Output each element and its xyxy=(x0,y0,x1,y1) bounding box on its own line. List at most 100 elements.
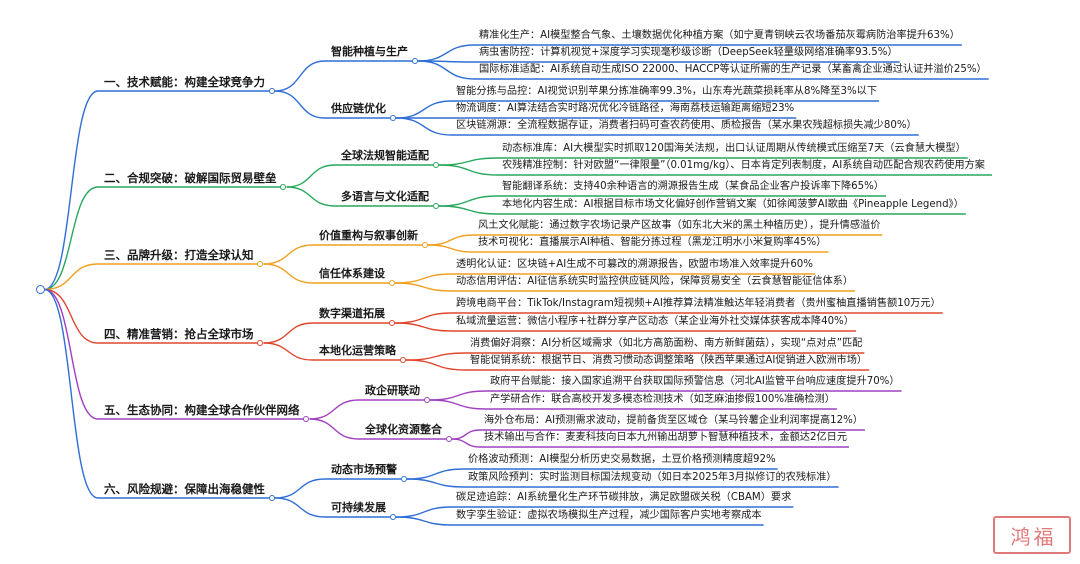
leaf-item[interactable]: 碳足迹追踪：AI系统量化生产环节碳排放，满足欧盟碳关税（CBAM）要求 xyxy=(456,492,792,503)
sub-node-dot[interactable] xyxy=(388,280,395,286)
leaf-item[interactable]: 智能翻译系统：支持40余种语言的溯源报告生成（某食品企业客户投诉率下降65%） xyxy=(502,181,884,192)
leaf-connector xyxy=(394,282,453,292)
branch-node-dot[interactable] xyxy=(268,88,275,94)
sub-connector xyxy=(274,60,326,92)
sub-node-dot[interactable] xyxy=(388,320,395,326)
sub-connector xyxy=(263,342,314,361)
leaf-item[interactable]: 动态标准库：AI大模型实时抓取120国海关法规，出口认证周期从传统模式压缩至7天… xyxy=(502,143,966,154)
branch-label[interactable]: 五、生态协同：构建全球合作伙伴网络 xyxy=(104,403,300,417)
sub-topic-label[interactable]: 智能种植与生产 xyxy=(331,45,408,58)
sub-node-dot[interactable] xyxy=(399,357,406,363)
leaf-item[interactable]: 跨境电商平台：TikTok/Instagram短视频+AI推荐算法精准触达年轻消… xyxy=(456,298,941,309)
leaf-item[interactable]: 价格波动预测：AI模型分析历史交易数据，土豆价格预测精度超92% xyxy=(468,454,776,465)
branch-connector xyxy=(44,263,99,291)
sub-topic-label[interactable]: 动态市场预警 xyxy=(331,463,397,476)
leaf-item[interactable]: 动态信用评估：AI征信系统实时监控供应链风险，保障贸易安全（云食慧智能征信体系） xyxy=(456,276,854,287)
leaf-connector xyxy=(438,157,499,166)
leaf-item[interactable]: 政府平台赋能：接入国家追溯平台获取国际预警信息（河北AI监管平台响应速度提升70… xyxy=(490,376,900,387)
seal-char-1: 鸿 xyxy=(1010,524,1031,549)
sub-node-dot[interactable] xyxy=(445,436,452,442)
sub-node-dot[interactable] xyxy=(411,58,418,64)
sub-connector xyxy=(286,186,336,207)
leaf-connector xyxy=(429,390,487,401)
leaf-item[interactable]: 区块链溯源：全流程数据存证，消费者扫码可查农药使用、质检报告（某水果农残超标损失… xyxy=(456,120,917,131)
leaf-item[interactable]: 政策风险预判：实时监测目标国法规变动（如日本2025年3月拟修订的农残标准） xyxy=(468,472,837,483)
branch-node-dot[interactable] xyxy=(257,261,264,267)
sub-node-dot[interactable] xyxy=(389,115,396,121)
sub-connector xyxy=(263,263,314,284)
leaf-item[interactable]: 消费偏好洞察：AI分析区域需求（如北方高筋面粉、南方新鲜菌菇），实现“点对点”匹… xyxy=(470,338,863,349)
leaf-item[interactable]: 技术可视化：直播展示AI种植、智能分拣过程（黑龙江明水小米复购率45%） xyxy=(478,237,827,248)
sub-topic-label[interactable]: 全球化资源整合 xyxy=(365,423,442,436)
sub-topic-label[interactable]: 可持续发展 xyxy=(331,501,386,514)
leaf-item[interactable]: 私域流量运营：微信小程序+社群分享产区动态（某企业海外社交媒体获客成本降40%） xyxy=(456,316,854,327)
leaf-connector xyxy=(395,100,453,119)
branch-label[interactable]: 二、合规突破：破解国际贸易壁垒 xyxy=(104,171,277,185)
leaf-connector xyxy=(395,117,453,136)
sub-connector xyxy=(263,322,314,344)
sub-topic-label[interactable]: 价值重构与叙事创新 xyxy=(319,229,418,242)
sub-topic-label[interactable]: 数字渠道拓展 xyxy=(319,307,385,320)
leaf-item[interactable]: 技术输出与合作：麦麦科技向日本九州输出胡萝卜智慧种植技术，金额达2亿日元 xyxy=(484,432,848,443)
sub-topic-label[interactable]: 政企研联动 xyxy=(365,384,420,397)
branch-connector xyxy=(44,186,99,291)
leaf-item[interactable]: 数字孪生验证：虚拟农场模拟生产过程，减少国际客户实地考察成本 xyxy=(456,510,762,521)
branch-label[interactable]: 一、技术赋能：构建全球竞争力 xyxy=(104,75,265,89)
sub-node-dot[interactable] xyxy=(432,203,439,209)
leaf-connector xyxy=(451,429,481,440)
leaf-item[interactable]: 智能促销系统：根据节日、消费习惯动态调整策略（陕西苹果通过AI促销进入欧洲市场） xyxy=(470,355,868,366)
leaf-item[interactable]: 透明化认证：区块链+AI生成不可篡改的溯源报告，欧盟市场准入效率提升60% xyxy=(456,259,813,270)
sub-node-dot[interactable] xyxy=(421,242,428,248)
seal-char-2: 福 xyxy=(1033,524,1054,549)
leaf-connector xyxy=(405,352,467,361)
leaf-connector xyxy=(429,399,487,410)
leaf-item[interactable]: 病虫害防控：计算机视觉+深度学习实现毫秒级诊断（DeepSeek轻量级网络准确率… xyxy=(479,47,898,58)
sub-connector xyxy=(263,244,314,265)
leaf-connector xyxy=(417,44,476,62)
sub-topic-label[interactable]: 全球法规智能适配 xyxy=(341,149,429,162)
leaf-item[interactable]: 产学研合作：联合高校开发多模态检测技术（如芝麻油掺假100%准确检测） xyxy=(490,394,835,405)
branch-label[interactable]: 四、精准营销：抢占全球市场 xyxy=(104,327,254,341)
leaf-item[interactable]: 本地化内容生成：AI根据目标市场文化偏好创作营销文案（如徐闻菠萝AI歌曲《Pin… xyxy=(502,199,964,210)
sub-topic-label[interactable]: 供应链优化 xyxy=(331,102,386,115)
leaf-connector xyxy=(427,234,475,246)
sub-connector xyxy=(309,399,360,420)
branch-node-dot[interactable] xyxy=(268,495,275,501)
leaf-connector xyxy=(427,244,475,253)
leaf-item[interactable]: 精准化生产：AI模型整合气象、土壤数据优化种植方案（如宁夏青铜峡云农场番茄灰霉病… xyxy=(479,30,960,41)
leaf-connector xyxy=(417,60,476,80)
sub-connector xyxy=(274,497,326,518)
sub-connector xyxy=(309,418,360,440)
leaf-connector xyxy=(438,195,499,207)
leaf-item[interactable]: 农残精准控制：针对欧盟“一律限量”（0.01mg/kg）、日本肯定列表制度，AI… xyxy=(502,160,985,171)
sub-node-dot[interactable] xyxy=(389,514,396,520)
leaf-item[interactable]: 海外仓布局：AI预测需求波动，提前备货至区域仓（某马铃薯企业利润率提高12%） xyxy=(484,415,863,426)
sub-topic-label[interactable]: 信任体系建设 xyxy=(319,267,385,280)
sub-connector xyxy=(274,90,326,119)
sub-node-dot[interactable] xyxy=(432,162,439,168)
leaf-connector xyxy=(394,312,453,324)
sub-connector xyxy=(274,478,326,499)
leaf-connector xyxy=(394,273,453,284)
sub-connector xyxy=(286,164,336,188)
leaf-item[interactable]: 物流调度：AI算法结合实时路况优化冷链路径，海南荔枝运输距离缩短23% xyxy=(456,103,795,114)
sub-node-dot[interactable] xyxy=(400,476,407,482)
sub-topic-label[interactable]: 多语言与文化适配 xyxy=(341,190,429,203)
leaf-item[interactable]: 风土文化赋能：通过数字农场记录产区故事（如东北大米的黑土种植历史），提升情感溢价 xyxy=(478,220,881,231)
branch-node-dot[interactable] xyxy=(257,340,264,346)
branch-node-dot[interactable] xyxy=(303,416,310,422)
root-node[interactable] xyxy=(36,285,45,294)
leaf-item[interactable]: 国际标准适配：AI系统自动生成ISO 22000、HACCP等认证所需的生产记录… xyxy=(479,64,987,75)
watermark-seal: 鸿 福 xyxy=(993,516,1071,554)
sub-topic-label[interactable]: 本地化运营策略 xyxy=(319,344,396,357)
leaf-connector xyxy=(438,205,499,215)
leaf-connector xyxy=(395,506,453,518)
branch-node-dot[interactable] xyxy=(280,184,287,190)
branch-label[interactable]: 六、风险规避：保障出海稳健性 xyxy=(104,482,265,496)
branch-connector xyxy=(44,288,99,344)
leaf-connector xyxy=(451,438,481,448)
leaf-item[interactable]: 智能分拣与品控：AI视觉识别苹果分拣准确率99.3%，山东寿光蔬菜损耗率从8%降… xyxy=(456,86,878,97)
sub-node-dot[interactable] xyxy=(423,397,430,403)
leaf-connector xyxy=(438,164,499,176)
branch-label[interactable]: 三、品牌升级：打造全球认知 xyxy=(104,248,254,262)
